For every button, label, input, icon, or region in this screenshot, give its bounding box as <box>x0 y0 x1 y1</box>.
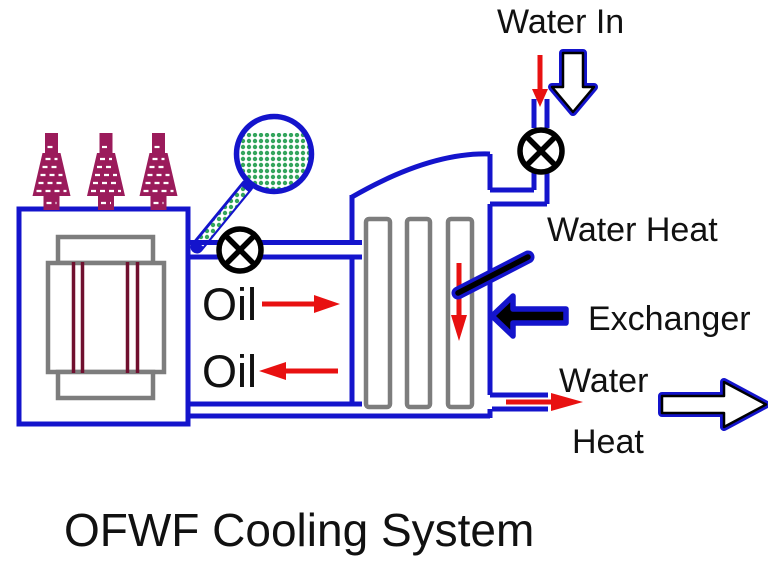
water-pipes <box>490 99 550 412</box>
flow-arrows <box>259 55 583 411</box>
conservator-oil-level <box>239 133 309 189</box>
bushing-icon <box>31 131 72 212</box>
water-valve-icon <box>520 130 562 172</box>
water-out-label-line1: Water <box>559 362 648 400</box>
oil-flow-right-arrowhead <box>314 295 340 313</box>
water-out-arrow-icon <box>658 378 768 431</box>
core-bottom-yoke <box>55 369 156 401</box>
transformer <box>16 131 191 427</box>
core-top-yoke <box>55 234 156 266</box>
bushing-icon <box>138 131 179 212</box>
water-in-label: Water In <box>497 3 624 41</box>
annotation-arrows <box>451 49 768 431</box>
heat-exchanger-label-line1: Water Heat <box>547 211 718 249</box>
conservator-pipe-oil <box>196 186 249 247</box>
exchanger-top-arc <box>350 151 491 200</box>
conservator-shell <box>233 113 315 195</box>
cooling-tube <box>363 216 393 410</box>
conservator-pipe <box>190 179 254 254</box>
cooling-tube <box>404 216 433 410</box>
labels: Water In Water Heat Exchanger Oil Oil Wa… <box>64 3 751 556</box>
water-out-label-line2: Heat <box>572 423 644 461</box>
conservator <box>233 113 315 195</box>
oil-supply-label: Oil <box>202 279 257 330</box>
exchanger-flow-arrowhead <box>451 315 467 341</box>
exchanger-pointer-arrow-icon <box>489 293 569 339</box>
water-out-flow-arrowhead <box>551 393 583 411</box>
oil-pipes <box>188 240 490 419</box>
oil-valve-icon <box>219 229 261 271</box>
exchanger-pointer-line-core <box>455 254 531 296</box>
water-in-flow-arrowhead <box>532 89 548 107</box>
oil-flow-left-arrowhead <box>259 362 286 380</box>
oil-return-label: Oil <box>202 346 257 397</box>
bushing-icon <box>85 131 127 212</box>
heat-exchanger-label-line2: Exchanger <box>588 300 751 338</box>
core-body <box>45 260 167 375</box>
water-in-arrow-icon <box>548 49 598 116</box>
diagram-title: OFWF Cooling System <box>64 504 534 556</box>
